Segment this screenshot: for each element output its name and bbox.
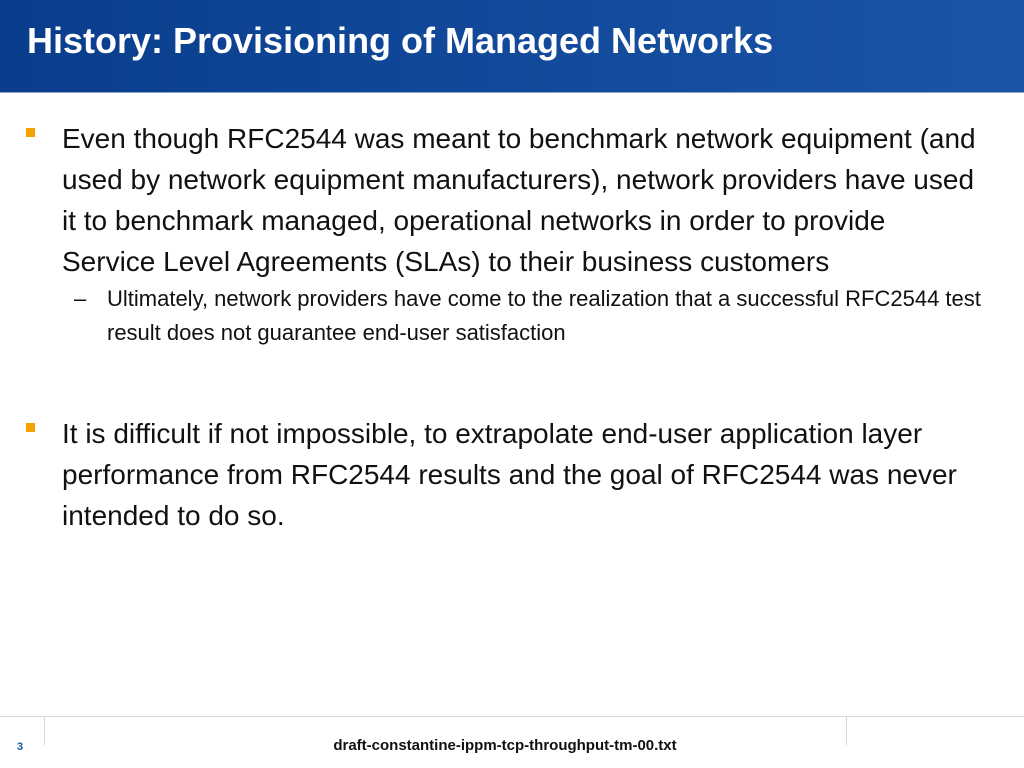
sub-bullet-text: Ultimately, network providers have come … (107, 286, 981, 345)
footer: 3 draft-constantine-ippm-tcp-throughput-… (0, 716, 1024, 768)
title-bar: History: Provisioning of Managed Network… (0, 0, 1024, 93)
square-bullet-icon (26, 128, 35, 137)
bullet-text: Even though RFC2544 was meant to benchma… (62, 123, 976, 277)
spacer (0, 350, 1024, 413)
footer-divider (44, 717, 45, 745)
slide-body: Even though RFC2544 was meant to benchma… (0, 118, 1024, 536)
bullet-item-1: Even though RFC2544 was meant to benchma… (0, 118, 1024, 282)
dash-bullet-icon: – (74, 286, 87, 311)
page-number: 3 (17, 741, 24, 753)
slide-title: History: Provisioning of Managed Network… (27, 20, 774, 61)
bullet-item-2: It is difficult if not impossible, to ex… (0, 413, 1024, 536)
footer-document-name: draft-constantine-ippm-tcp-throughput-tm… (333, 737, 677, 754)
sub-bullet-item-1: – Ultimately, network providers have com… (0, 282, 1024, 350)
bullet-text: It is difficult if not impossible, to ex… (62, 418, 957, 531)
footer-divider (846, 717, 847, 745)
square-bullet-icon (26, 423, 35, 432)
